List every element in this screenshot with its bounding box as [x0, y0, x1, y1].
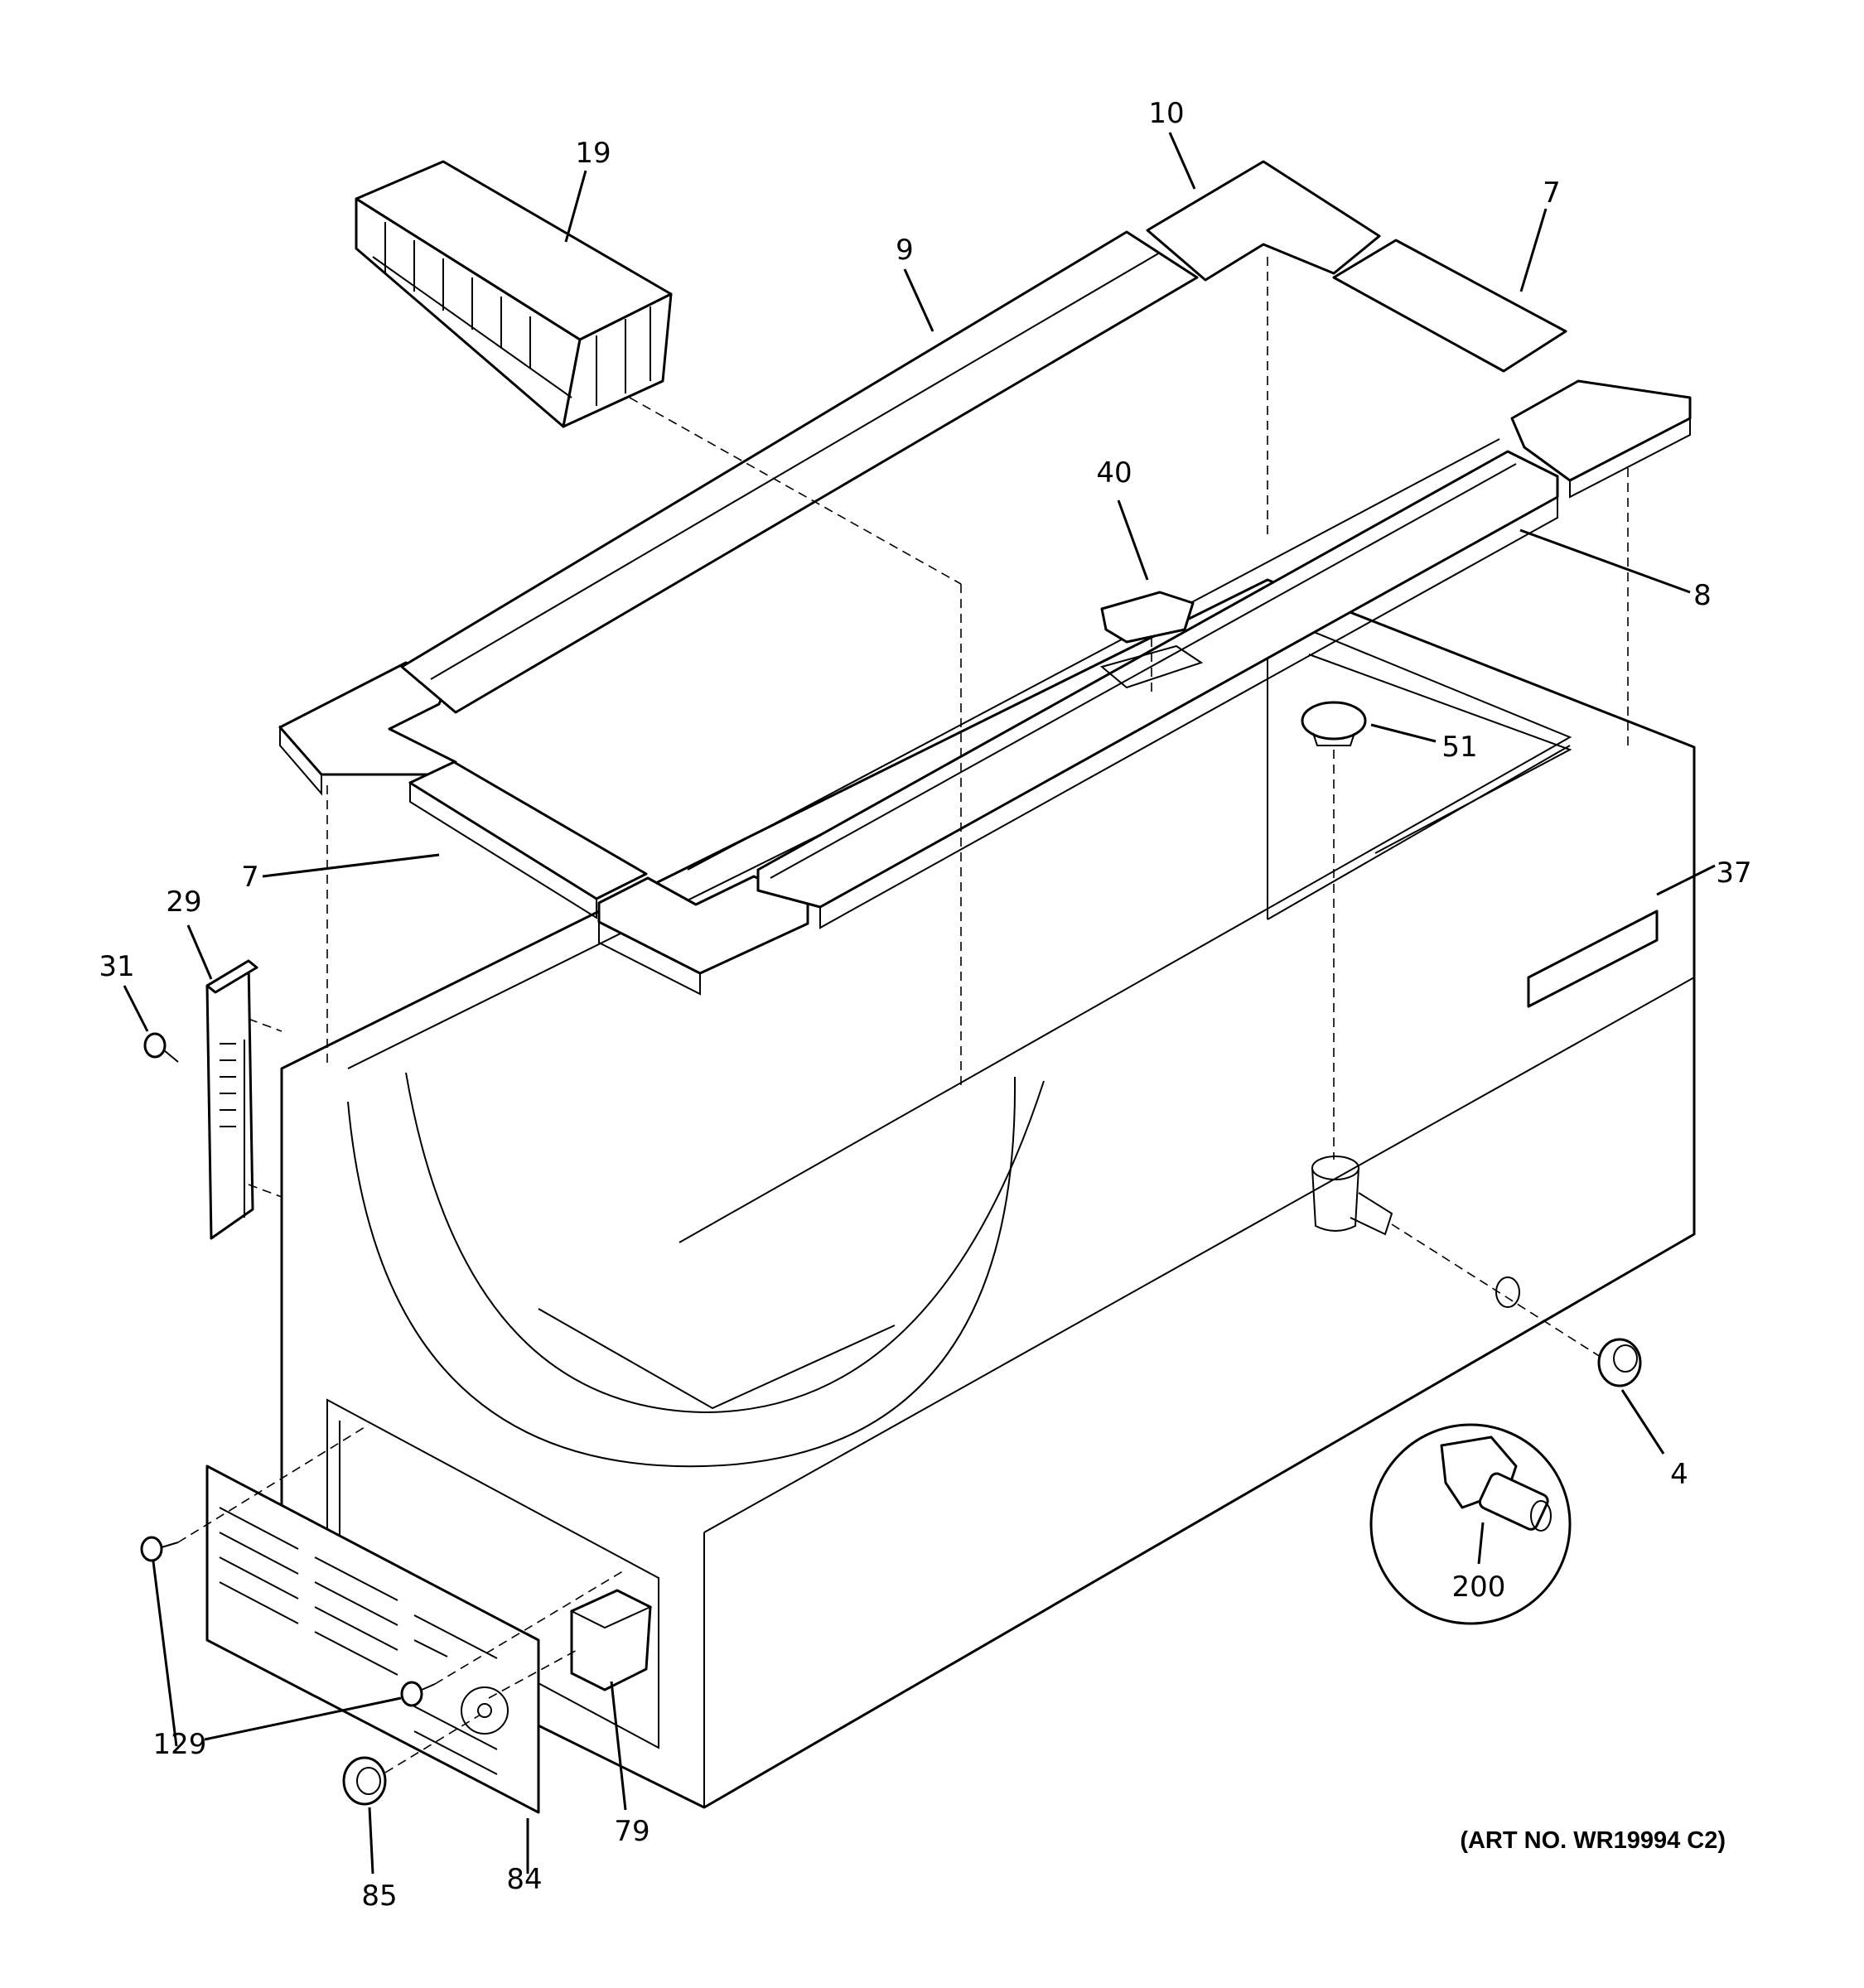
breaker-strip-frame: [278, 160, 1692, 996]
drain-plug: [1301, 701, 1367, 746]
drain-gasket: [1495, 1276, 1520, 1308]
callout-29: 29: [166, 885, 201, 919]
storage-basket: [355, 160, 673, 428]
callout-8: 8: [1693, 579, 1712, 612]
drain-cap: [1597, 1338, 1642, 1387]
thermostat-knob: [342, 1756, 387, 1806]
thermostat: [569, 1589, 653, 1691]
callout-79: 79: [614, 1815, 650, 1848]
callout-4: 4: [1670, 1458, 1688, 1491]
drain-detail-circle: [1369, 1423, 1572, 1625]
drain-trough: [1100, 591, 1195, 644]
drain-fitting: [1311, 1156, 1393, 1236]
grille-screw-center: [400, 1681, 436, 1707]
art-number: (ART NO. WR19994 C2): [1460, 1827, 1726, 1854]
grille-screw-left: [140, 1536, 179, 1562]
callout-85: 85: [361, 1879, 397, 1913]
callout-7-top: 7: [1543, 176, 1561, 210]
callout-31: 31: [99, 950, 134, 983]
front-grille: [205, 1464, 540, 1814]
hinge: [205, 959, 258, 1240]
callout-19: 19: [575, 137, 611, 170]
callout-84: 84: [506, 1863, 542, 1896]
callout-129: 129: [153, 1728, 207, 1761]
callout-9: 9: [896, 234, 914, 267]
callout-10: 10: [1148, 97, 1184, 130]
leader-lines: [123, 132, 1716, 1875]
hinge-screw: [143, 1032, 179, 1063]
callout-51: 51: [1441, 731, 1477, 764]
callout-200: 200: [1452, 1571, 1506, 1604]
callout-40: 40: [1096, 456, 1132, 490]
callout-labels: 19 10 7 9 40 8 51 7 37 29 31 4 200 129 7…: [99, 97, 1751, 1913]
freezer-cabinet: [280, 578, 1696, 1809]
assembly-lines: [177, 257, 1629, 1773]
callout-7-left: 7: [241, 861, 259, 894]
callout-37: 37: [1716, 856, 1751, 890]
